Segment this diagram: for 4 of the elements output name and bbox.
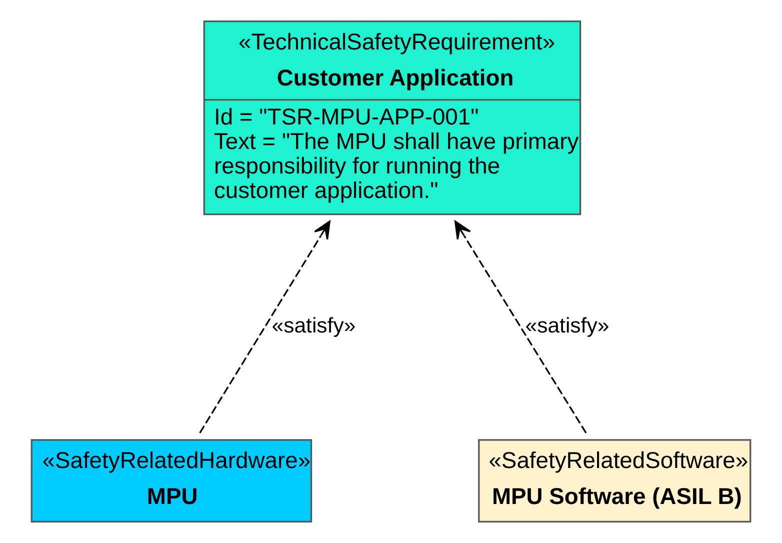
edge-label: «satisfy» xyxy=(525,314,610,338)
arrow xyxy=(454,220,587,434)
edge-label: «satisfy» xyxy=(272,314,356,338)
arrow xyxy=(199,220,330,434)
